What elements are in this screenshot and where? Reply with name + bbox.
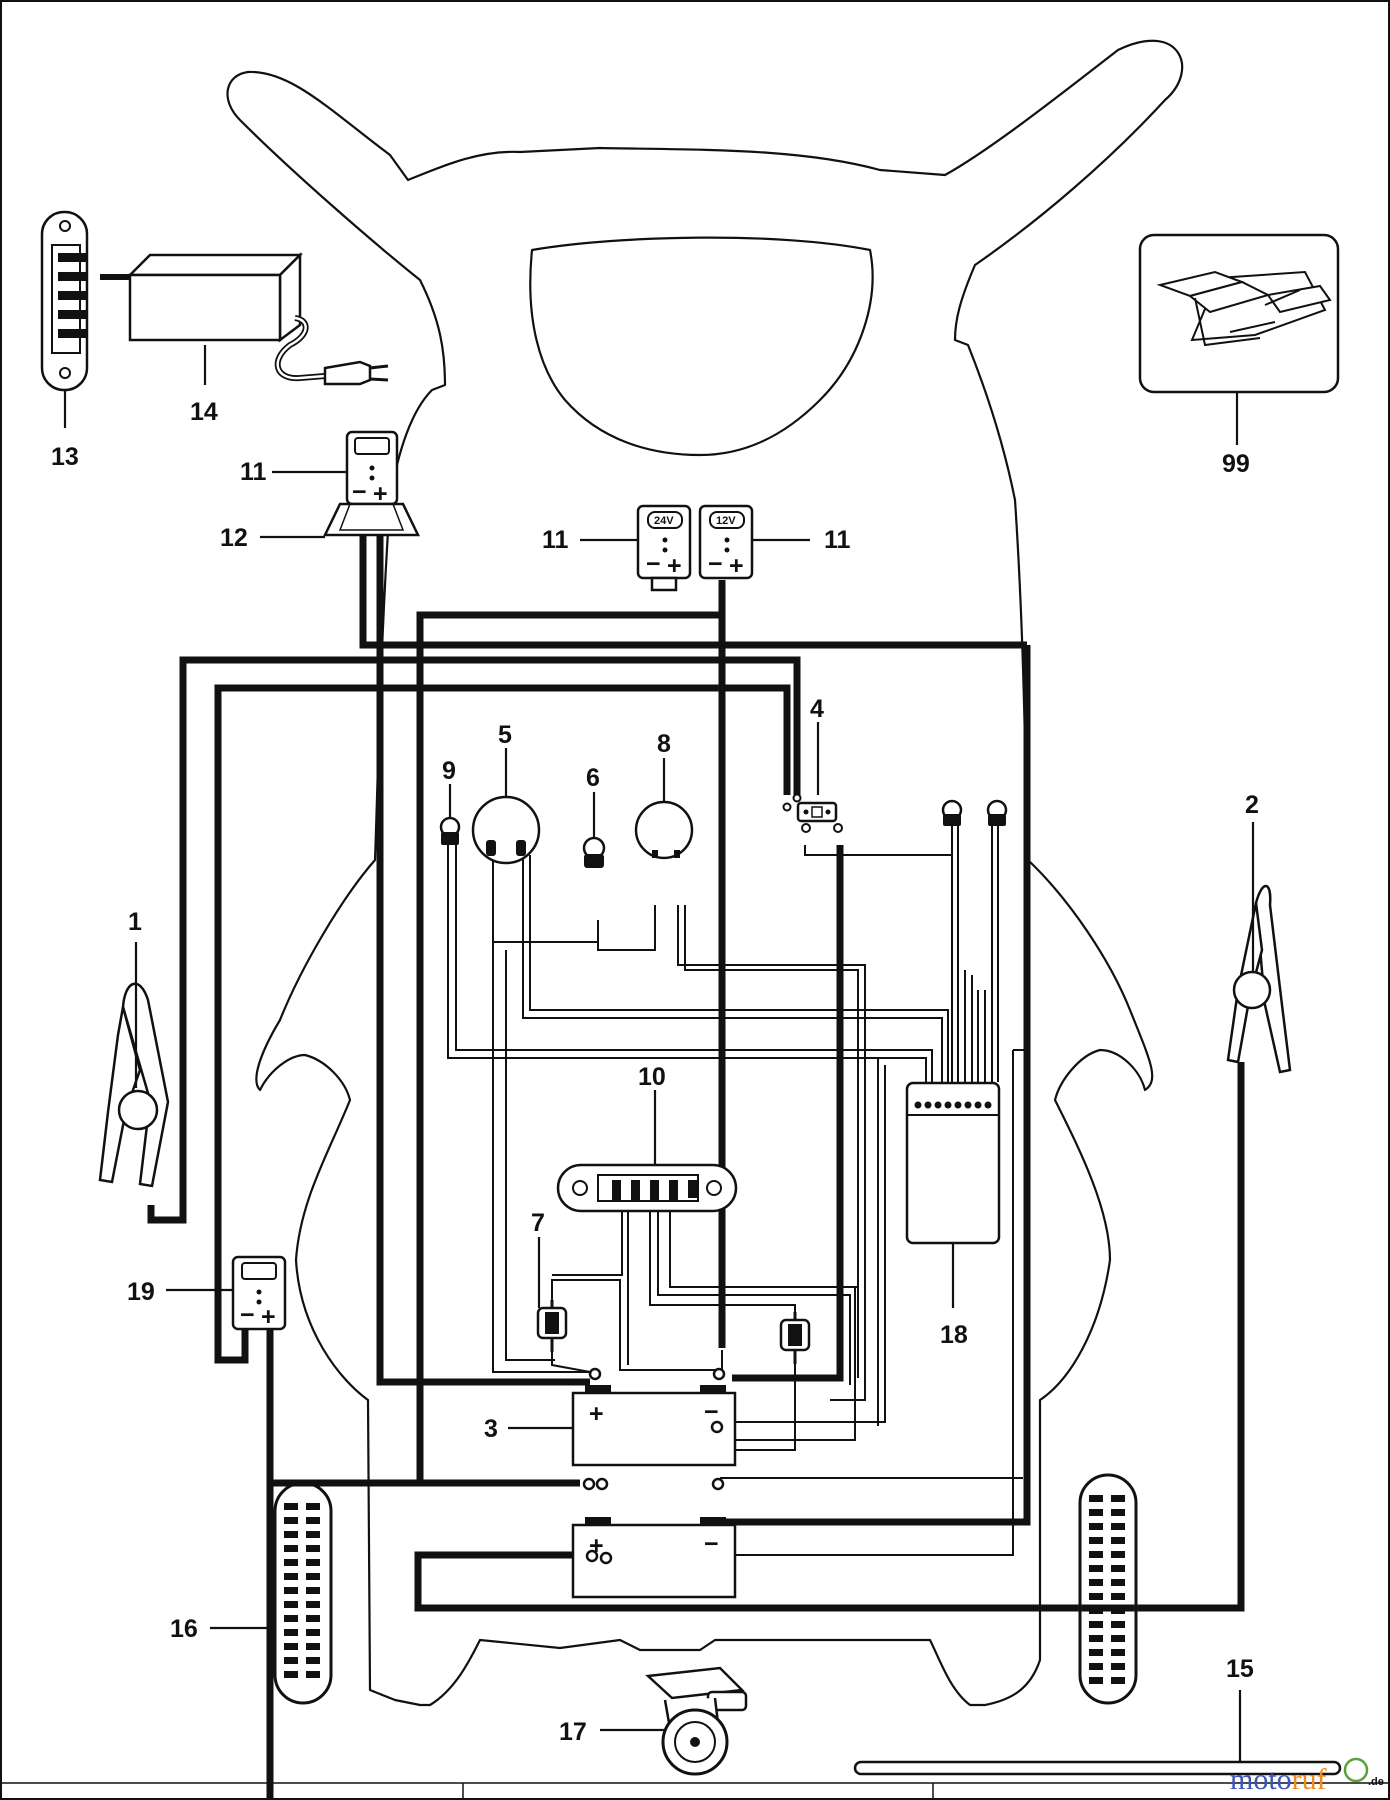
control-box-18 xyxy=(905,1081,1001,1245)
toolbox-inset xyxy=(1138,233,1340,394)
cable-main-loop-right xyxy=(720,645,1031,1526)
svg-text:+: + xyxy=(373,480,388,508)
meter-on-stand: − + xyxy=(323,430,420,537)
label-15: 15 xyxy=(1226,1655,1254,1683)
cable-meter-19-neg xyxy=(214,684,791,1364)
meter-19: − + xyxy=(231,1255,287,1331)
label-9: 9 xyxy=(442,757,456,785)
right-wheel xyxy=(1078,1473,1138,1705)
meter-12v-label: 12V xyxy=(716,515,736,527)
svg-text:motoruf: motoruf xyxy=(1230,1763,1327,1796)
leader-lines xyxy=(63,345,1255,1762)
clamp-1 xyxy=(98,982,170,1188)
cable-meter-12-b xyxy=(376,495,590,1386)
label-11-12v: 11 xyxy=(824,526,851,554)
label-16: 16 xyxy=(170,1615,198,1643)
svg-text:−: − xyxy=(708,550,723,578)
label-10: 10 xyxy=(638,1063,666,1091)
svg-text:+: + xyxy=(667,552,682,580)
cable-main-loop-top xyxy=(359,470,1027,649)
clamp-2 xyxy=(1226,884,1292,1074)
cable-upper-minus xyxy=(732,845,844,1382)
connector-lamps-right xyxy=(941,799,1008,826)
indicator-lamp-6 xyxy=(582,836,606,868)
charger-unit xyxy=(100,251,389,386)
battery-upper-minus: − xyxy=(704,1398,719,1426)
watermark-suffix: .de xyxy=(1368,1776,1384,1788)
label-11-stand: 11 xyxy=(240,458,267,486)
fuse-holder-7 xyxy=(536,1300,568,1352)
watermark-part1: moto xyxy=(1230,1763,1292,1796)
battery-lower: + − xyxy=(571,1477,737,1599)
meter-12v: 12V − + xyxy=(698,504,754,580)
label-4: 4 xyxy=(810,695,824,723)
watermark: motoruf .de xyxy=(1230,1757,1384,1796)
battery-upper-plus: + xyxy=(589,1400,604,1428)
fuse-holder-right xyxy=(779,1312,811,1364)
caster-wheel xyxy=(645,1666,748,1776)
svg-text:+: + xyxy=(729,552,744,580)
gauge-8 xyxy=(634,800,694,860)
left-wheel xyxy=(273,1481,333,1705)
switch-4 xyxy=(782,793,843,833)
svg-text:+: + xyxy=(261,1303,276,1331)
connector-block-13 xyxy=(40,210,89,392)
label-12: 12 xyxy=(220,524,248,552)
watermark-part2: ruf xyxy=(1292,1763,1327,1796)
meter-24v-label: 24V xyxy=(654,515,674,527)
cable-clamp-1 xyxy=(147,656,801,1224)
cable-12v-meter xyxy=(416,580,726,1487)
label-99: 99 xyxy=(1222,450,1250,478)
meter-24v: 24V − + xyxy=(636,504,692,592)
label-2: 2 xyxy=(1245,791,1259,819)
label-19: 19 xyxy=(127,1278,155,1306)
svg-text:−: − xyxy=(240,1301,255,1329)
fuse-9 xyxy=(439,816,461,845)
label-3: 3 xyxy=(484,1415,498,1443)
label-6: 6 xyxy=(586,764,600,792)
gauge-5 xyxy=(471,795,541,865)
label-7: 7 xyxy=(531,1209,545,1237)
battery-upper: + − xyxy=(571,1367,737,1467)
label-17: 17 xyxy=(559,1718,587,1746)
part-labels: 1 2 3 4 5 6 7 8 9 10 11 11 11 12 13 14 1… xyxy=(51,398,1259,1746)
label-8: 8 xyxy=(657,730,671,758)
battery-lower-minus: − xyxy=(704,1530,719,1558)
label-1: 1 xyxy=(128,908,142,936)
connector-block-10 xyxy=(556,1163,738,1213)
label-11-24v: 11 xyxy=(542,526,569,554)
label-13: 13 xyxy=(51,443,79,471)
label-14: 14 xyxy=(190,398,218,426)
cable-clamp-2 xyxy=(414,1062,1245,1612)
thin-wiring xyxy=(447,810,1030,1556)
svg-text:−: − xyxy=(646,550,661,578)
label-5: 5 xyxy=(498,721,512,749)
svg-text:−: − xyxy=(352,478,367,506)
cable-lower-plus xyxy=(266,1400,580,1487)
label-18: 18 xyxy=(940,1321,968,1349)
handle-bar xyxy=(853,1760,1342,1776)
